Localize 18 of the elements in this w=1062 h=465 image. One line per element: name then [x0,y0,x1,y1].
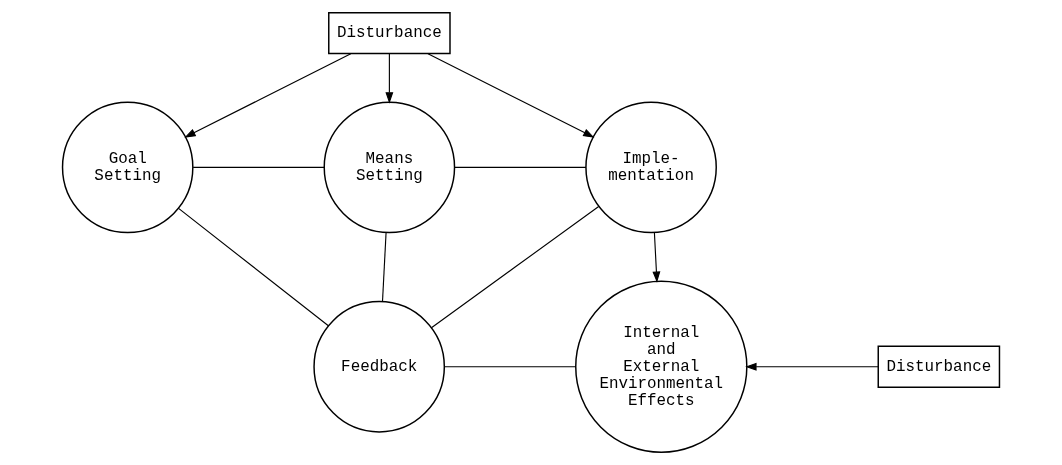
connector [381,231,387,303]
connector [444,366,576,368]
node-circle: Imple- mentation [585,101,717,234]
node-circle: Feedback [313,300,446,433]
connector [192,166,325,168]
arrow [652,231,661,283]
node-circle: Internal and External Environmental Effects [575,280,748,454]
node-circle: Goal Setting [61,101,194,234]
arrow [184,53,352,138]
node-circle: Means Setting [323,101,456,234]
connector [178,207,329,327]
node-box: Disturbance [328,11,451,55]
arrow [745,362,879,371]
arrow [385,53,394,104]
arrow [427,53,595,138]
connector [430,205,600,329]
connector [454,166,587,168]
node-box: Disturbance [877,345,1001,388]
